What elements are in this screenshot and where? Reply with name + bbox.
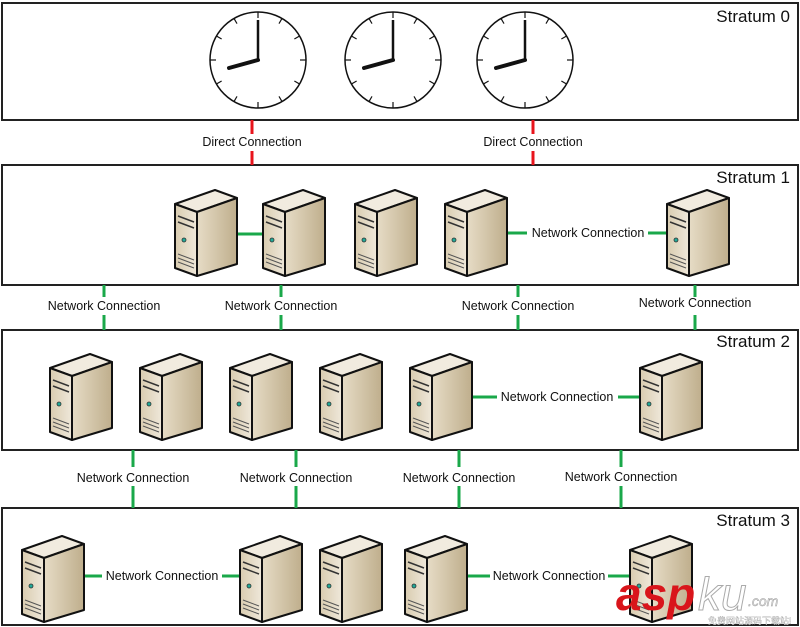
server-icon: [49, 353, 113, 441]
network-connection-label: Network Connection: [462, 299, 575, 313]
network-connection-label: Network Connection: [403, 471, 516, 485]
stratum-2-label: Stratum 2: [716, 332, 790, 351]
server-icon: [262, 189, 326, 277]
server-icon: [639, 353, 703, 441]
svg-text:asp: asp: [616, 568, 695, 620]
network-connection-label: Network Connection: [240, 471, 353, 485]
svg-text:.com: .com: [748, 593, 779, 609]
network-connection-label: Network Connection: [77, 471, 190, 485]
server-icon: [319, 535, 383, 623]
network-connection-label: Network Connection: [225, 299, 338, 313]
clock-icon: [476, 11, 574, 109]
network-connection-label: Network Connection: [501, 390, 614, 404]
server-icon: [21, 535, 85, 623]
svg-text:免费网站源码下载站!: 免费网站源码下载站!: [708, 615, 792, 626]
server-icon: [354, 189, 418, 277]
stratum-0-box: [1, 2, 799, 121]
stratum-0-label: Stratum 0: [716, 7, 790, 26]
stratum-2-box: [1, 329, 799, 451]
server-icon: [409, 353, 473, 441]
clock-icon: [344, 11, 442, 109]
servers: [21, 189, 730, 623]
direct-connection-label: Direct Connection: [202, 135, 301, 149]
server-icon: [444, 189, 508, 277]
direct-connection-label: Direct Connection: [483, 135, 582, 149]
clock-icon: [209, 11, 307, 109]
stratum-3-box: [1, 507, 799, 626]
stratum-3-label: Stratum 3: [716, 511, 790, 530]
clocks: [209, 11, 574, 109]
network-connection-label: Network Connection: [639, 296, 752, 310]
watermark-logo: asp ku .com 免费网站源码下载站!: [616, 568, 792, 627]
network-connection-label: Network Connection: [493, 569, 606, 583]
server-icon: [139, 353, 203, 441]
stratum-1-box: [1, 164, 799, 286]
server-icon: [319, 353, 383, 441]
network-connection-label: Network Connection: [532, 226, 645, 240]
server-icon: [229, 353, 293, 441]
server-icon: [666, 189, 730, 277]
svg-text:ku: ku: [698, 568, 747, 620]
server-icon: [404, 535, 468, 623]
server-icon: [239, 535, 303, 623]
server-icon: [174, 189, 238, 277]
network-connection-label: Network Connection: [48, 299, 161, 313]
stratum-1-label: Stratum 1: [716, 168, 790, 187]
network-connection-label: Network Connection: [565, 470, 678, 484]
network-connection-label: Network Connection: [106, 569, 219, 583]
connection-labels: Direct Connection Direct Connection Netw…: [48, 135, 752, 583]
